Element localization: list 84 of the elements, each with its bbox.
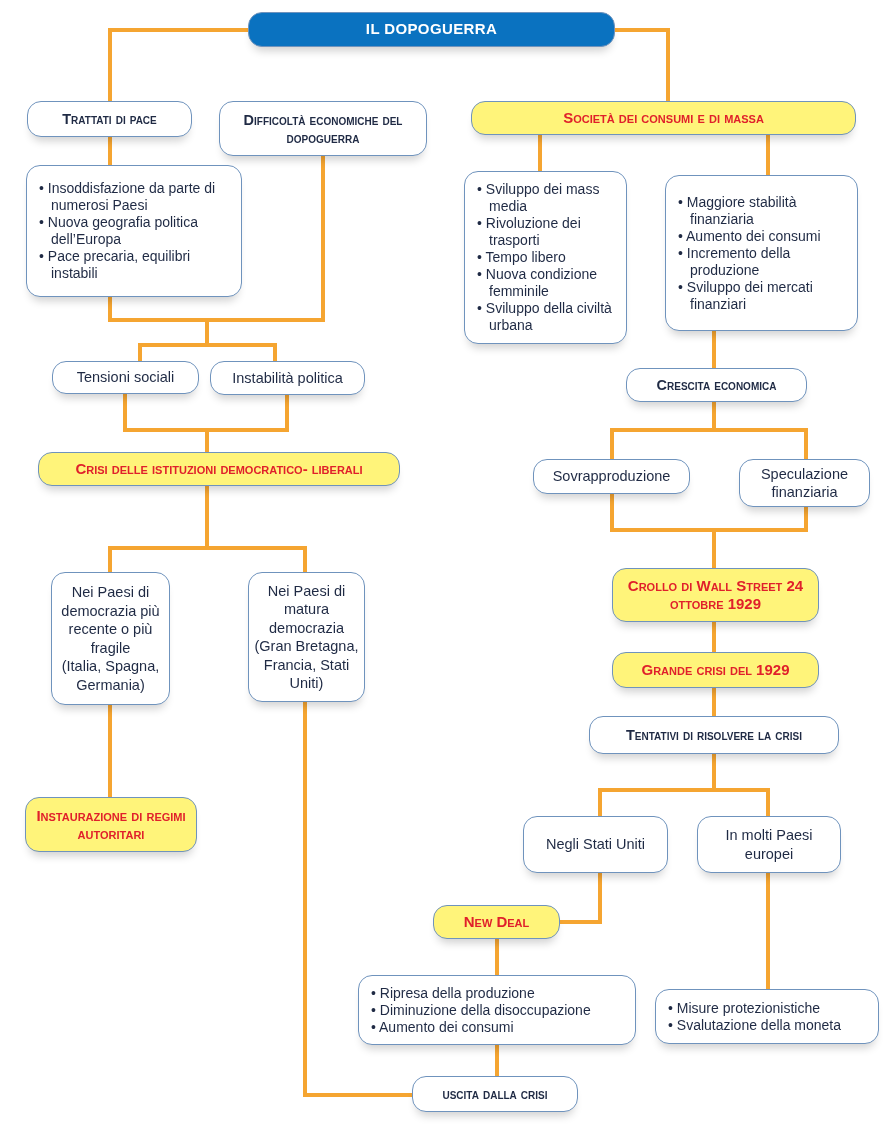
node-text: Instabilità politica (232, 368, 343, 388)
connector-line (108, 137, 112, 165)
rounded-box (52, 361, 199, 394)
node-text: (Gran Bretagna, Francia, Stati Uniti) (253, 637, 360, 693)
node-text: Trattati di pace (62, 110, 157, 128)
node-text: Instaurazione di regimi autoritari (35, 806, 187, 843)
bullet-item: • Ripresa della produzione (371, 984, 536, 1002)
connector-line (766, 873, 770, 989)
bullet-item: • Svalutazione della moneta (668, 1016, 841, 1034)
connector-line (712, 507, 808, 568)
connector-line (712, 331, 716, 368)
node-text: In molti Paesi europei (724, 826, 814, 863)
bullet-item: • Aumento dei consumi (678, 227, 822, 245)
bullet-item: • Insoddisfazione da parte di numerosi Paesi (39, 180, 217, 214)
node-text: Difficoltà economiche del dopoguerra (242, 110, 404, 147)
rounded-box (626, 368, 807, 402)
node-text: Speculazione finanziaria (759, 464, 850, 502)
rounded-box (739, 459, 870, 507)
connector-line (205, 395, 289, 452)
bullet-item: • Pace precaria, equilibri instabili (39, 248, 192, 282)
highlight-box (433, 905, 560, 939)
node-text: uscita dalla crisi (442, 1085, 548, 1103)
node-text: Tensioni sociali (76, 368, 175, 387)
bullet-item: • Sviluppo dei mercati finanziari (678, 278, 814, 313)
title-box (248, 12, 615, 47)
node-text: Crollo di Wall Street 24 ottobre 1929 (626, 577, 805, 613)
bullet-item: • Incremento della produzione (678, 244, 792, 279)
node-text: Nei Paesi di democrazia più recente o più fragile (60, 583, 161, 657)
rounded-box (210, 361, 365, 395)
bullet-item: • Sviluppo dei mass media (477, 181, 601, 215)
rounded-box (358, 975, 636, 1045)
rounded-box (412, 1076, 578, 1112)
node-text: Negli Stati Uniti (545, 835, 646, 854)
rounded-box (27, 101, 192, 137)
connector-line (495, 939, 499, 975)
node-text: Nei Paesi di matura democrazia (266, 581, 347, 637)
bullet-item: • Rivoluzione dei trasporti (477, 215, 582, 249)
connector-line (560, 873, 602, 924)
node-text: Tentativi di risolvere la crisi (625, 726, 803, 744)
bullet-item: • Misure protezionistiche (668, 999, 821, 1017)
rounded-box (697, 816, 841, 873)
connector-line (615, 28, 670, 101)
highlight-box (25, 797, 197, 852)
bullet-item: • Sviluppo della civiltà urbana (477, 300, 613, 334)
highlight-box (612, 652, 819, 688)
bullet-item: • Aumento dei consumi (371, 1018, 515, 1036)
connector-line (495, 1045, 499, 1076)
node-text: Crescita economica (656, 376, 777, 394)
bullet-item: • Tempo libero (477, 249, 567, 266)
rounded-box (655, 989, 879, 1044)
rounded-box (26, 165, 242, 297)
connector-line (303, 702, 412, 1097)
connector-line (205, 156, 325, 361)
node-text: Sovrapproduzione (552, 467, 671, 486)
node-text: New Deal (463, 913, 530, 931)
rounded-box (589, 716, 839, 754)
connector-line (712, 622, 716, 652)
highlight-box (38, 452, 400, 486)
connector-line (108, 705, 112, 797)
rounded-box (533, 459, 690, 494)
node-text: Grande crisi del 1929 (641, 661, 790, 679)
bullet-item: • Maggiore stabilità finanziaria (678, 193, 798, 228)
connector-line (766, 135, 770, 175)
rounded-box (523, 816, 668, 873)
rounded-box (464, 171, 627, 344)
highlight-box (471, 101, 856, 135)
rounded-box (665, 175, 858, 331)
connector-line (712, 402, 808, 459)
connector-line (538, 135, 542, 171)
connector-line (108, 28, 248, 101)
bullet-item: • Nuova geografia politica dell’Europa (39, 214, 199, 248)
bullet-item: • Nuova condizione femminile (477, 266, 599, 300)
highlight-box (612, 568, 819, 622)
node-text: (Italia, Spagna, Germania) (60, 657, 161, 694)
rounded-box (248, 572, 365, 702)
node-text: Società dei consumi e di massa (563, 109, 764, 127)
bullet-item: • Diminuzione della disoccupazione (371, 1001, 591, 1019)
node-text: IL DOPOGUERRA (365, 19, 498, 40)
connector-line (205, 486, 307, 572)
rounded-box (51, 572, 170, 705)
connector-line (712, 688, 716, 716)
rounded-box (219, 101, 427, 156)
connector-line (712, 754, 770, 816)
node-text: Crisi delle istituzioni democratico- liberali (75, 460, 363, 478)
